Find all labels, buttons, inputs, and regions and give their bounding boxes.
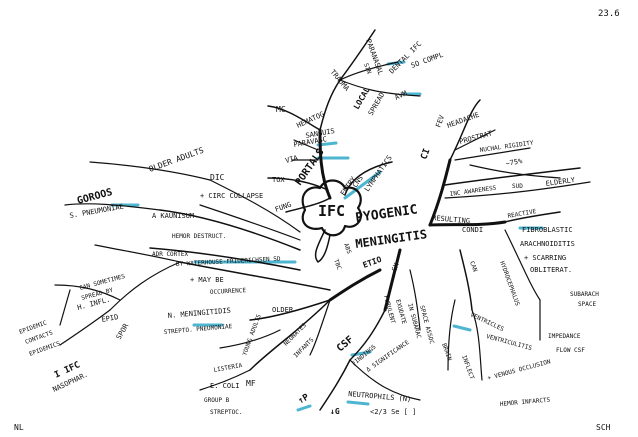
node-epid: EPID [101, 313, 119, 324]
node-sud: SUD [512, 183, 523, 190]
branch-lines [54, 29, 591, 411]
node-via: VIA [284, 154, 299, 165]
node-etio: ETIO [362, 255, 383, 270]
node-ventricles: VENTRICLES [469, 311, 505, 333]
node-csf: CSF [335, 334, 356, 354]
node-spread: SPREAD [367, 91, 387, 117]
node-hemor-infarcts: HEMOR INFARCTS [500, 397, 551, 408]
node-may-be: + MAY BE [190, 276, 224, 284]
node-lymphatics: LYMPHATICS [363, 154, 394, 193]
node-space: SPACE [578, 301, 596, 308]
node-scarring: + SCARRING [524, 254, 566, 262]
node-dic: DIC [210, 173, 225, 182]
node-subarach: SUBARACH [570, 291, 599, 298]
node-fev: FEV [434, 113, 446, 128]
node-prostrat: PROSTRAT [458, 129, 493, 146]
csf-branch: CX PURULENT EXUDATE IN SUBARAC SPACE ASS… [297, 261, 436, 416]
node-p-up: ↑P [297, 392, 312, 406]
node-abs: ABS [342, 242, 352, 255]
node-reactive: REACTIVE [507, 208, 537, 220]
node-tox: TOX [272, 176, 285, 184]
node-temp: ~75% [505, 157, 524, 168]
node-impedance: IMPEDANCE [548, 333, 581, 340]
node-fibroblastic: FIBROBLASTIC [522, 226, 573, 234]
node-inflect: INFLECT [460, 354, 475, 381]
node-ratio: <2/3 Se [ ] [370, 408, 416, 416]
node-resulting: RESULTING [432, 214, 470, 225]
node-spor: SPOR [115, 322, 131, 341]
page-number: 23.6 [598, 9, 620, 19]
node-ci: CI [419, 147, 432, 161]
node-avm: AVM [393, 89, 408, 102]
node-infants: INFANTS [292, 336, 315, 359]
node-brain: BRAIN [440, 342, 453, 362]
node-hydrocephalus: HYDROCEPHALUS [498, 260, 521, 307]
node-local: LOCAL [352, 85, 372, 111]
node-listeria: LISTERIA [213, 362, 243, 374]
center-node: IFC PYOGENIC MENINGITIS [301, 179, 428, 263]
node-a-kaunisum: A KAUNISUM [152, 212, 194, 220]
node-dental-ifc: DENTAL IFC [388, 40, 423, 75]
center-title-1: PYOGENIC [354, 202, 418, 226]
node-venous-occlusion: + VENOUS OCCLUSION [487, 358, 552, 382]
node-cx: CX [390, 261, 401, 272]
node-strepto: STREPTOC. [210, 409, 243, 416]
node-older-adults: OLDER ADULTS [148, 146, 206, 174]
node-flow-csf: FLOW CSF [556, 347, 585, 354]
node-g-down: ↓G [330, 407, 340, 416]
node-cns: CNS [351, 174, 365, 189]
node-trauma: TRAUMA [328, 68, 351, 93]
node-hemor-destruct: HEMOR DESTRUCT. [172, 233, 226, 240]
node-can: CAN [468, 260, 478, 273]
node-sin: SIN [362, 62, 372, 75]
node-mc: MC [276, 105, 286, 114]
node-adr-cortex: ADR CORTEX [152, 251, 189, 258]
node-tbc: TBC [332, 258, 342, 271]
node-headache: HEADACHE [446, 111, 480, 130]
node-s-pneumoniae: S. PNEUMONIAE [69, 203, 124, 220]
node-circ-collapse: + CIRC COLLAPSE [200, 192, 263, 200]
node-fung: FUNG [274, 201, 293, 214]
node-n-meningitidis: N. MENINGITIDIS [167, 307, 231, 320]
center-abbrev: IFC [318, 202, 345, 220]
node-arachnoiditis: ARACHNOIDITIS [520, 240, 575, 248]
corner-right: SCH [596, 423, 611, 432]
center-title-2: MENINGITIS [354, 227, 427, 251]
node-e-coli: E. COLI [210, 382, 240, 390]
etiology-branch: ETIO TBC ABS GOROOS S. PNEUMONIAE OLDER … [18, 146, 383, 416]
node-fulminant: OCCURRENCE [210, 287, 247, 296]
node-obliterat: OBLITERAT. [530, 266, 572, 274]
node-older: OLDER [272, 306, 294, 314]
node-by-waterhouse: BY WATERHOUSE-FRIDERICHSEN SD [176, 256, 281, 268]
node-ventriculitis: VENTRICULITIS [485, 333, 533, 352]
portals-branch: PORTALS FUNG TOX VIA PARAVASC SANGUIS HE… [272, 38, 444, 214]
node-group-b: GROUP B [204, 397, 230, 404]
conditions-branch: RESULTING CONDI REACTIVE FIBROBLASTIC AR… [432, 208, 599, 408]
corner-left: NL [14, 423, 24, 432]
node-mf: MF [246, 379, 256, 388]
node-space-assoc: SPACE ASSOC [418, 305, 435, 346]
node-condi: CONDI [462, 226, 483, 234]
